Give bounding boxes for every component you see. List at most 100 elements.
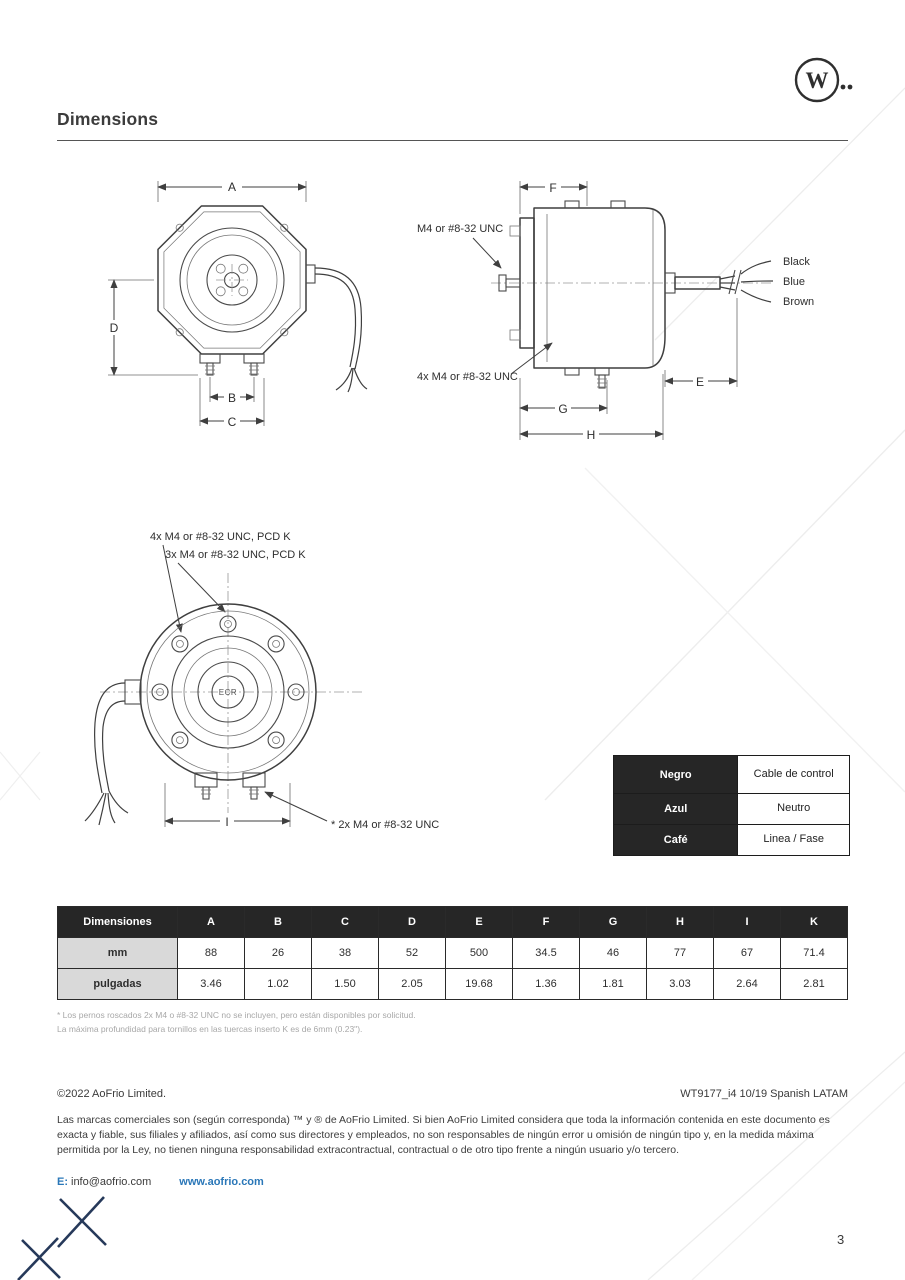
table-row: Café Linea / Fase — [612, 824, 850, 856]
wire-color-name: Café — [612, 824, 739, 856]
table-row-pulgadas: pulgadas 3.46 1.02 1.50 2.05 19.68 1.36 … — [57, 968, 848, 1000]
col-header: I — [713, 906, 781, 938]
corner-screw-icon — [175, 328, 184, 337]
logo-dot-1 — [840, 84, 846, 90]
pcd-label-3x: 3x M4 or #8-32 UNC, PCD K — [165, 549, 306, 561]
col-header: E — [445, 906, 513, 938]
page-number: 3 — [837, 1232, 845, 1247]
col-header: F — [512, 906, 580, 938]
col-header: B — [244, 906, 312, 938]
motor-housing-front — [157, 205, 307, 355]
screw-bottom-label: 4x M4 or #8-32 UNC — [417, 371, 518, 383]
cell-value: 3.03 — [646, 968, 714, 1000]
dim-f-label: F — [549, 181, 556, 195]
mounting-feet-rear — [194, 772, 266, 800]
wire-label-blue: Blue — [783, 276, 805, 288]
cell-value: 77 — [646, 937, 714, 969]
table-row: Azul Neutro — [612, 793, 850, 825]
wire-label-brown: Brown — [783, 296, 814, 308]
cell-value: 3.46 — [177, 968, 245, 1000]
legal-disclaimer: Las marcas comerciales son (según corres… — [57, 1114, 830, 1156]
cell-value: 1.50 — [311, 968, 379, 1000]
corner-screw-icon — [280, 223, 289, 232]
dim-b-label: B — [228, 391, 236, 405]
cell-value: 46 — [579, 937, 647, 969]
col-header: D — [378, 906, 446, 938]
rear-view-drawing: 4x M4 or #8-32 UNC, PCD K 3x M4 or #8-32… — [55, 515, 485, 855]
col-header: A — [177, 906, 245, 938]
dimension-i: I — [164, 783, 291, 829]
screw-callout-bottom: 4x M4 or #8-32 UNC — [417, 342, 553, 383]
dimension-f: F — [519, 180, 588, 214]
cell-value: 2.64 — [713, 968, 781, 1000]
dim-e-label: E — [696, 375, 704, 389]
cell-value: 1.36 — [512, 968, 580, 1000]
col-header: K — [780, 906, 848, 938]
side-view-drawing: Black Blue Brown M4 or #8-32 UNC 4x M4 o… — [415, 168, 860, 448]
document-code: WT9177_i4 10/19 Spanish LATAM — [680, 1088, 848, 1100]
dimension-g: G — [519, 378, 608, 440]
screw-callout-top: M4 or #8-32 UNC — [417, 223, 503, 269]
website-link[interactable]: www.aofrio.com — [179, 1176, 264, 1188]
wire-color-function: Linea / Fase — [737, 824, 850, 856]
dimension-e: E — [664, 298, 738, 389]
motor-housing-rear: ECR — [139, 603, 317, 781]
cell-value: 52 — [378, 937, 446, 969]
corner-screw-icon — [175, 223, 184, 232]
wire-label-black: Black — [783, 256, 810, 268]
cell-value: 67 — [713, 937, 781, 969]
footnote-line-2: La máxima profundidad para tornillos en … — [57, 1024, 363, 1035]
dimension-a: A — [157, 179, 307, 202]
wire-color-name: Azul — [612, 793, 739, 825]
email-link[interactable]: info@aofrio.com — [71, 1176, 152, 1188]
screw-note-label: * 2x M4 or #8-32 UNC — [331, 819, 439, 831]
cell-value: 26 — [244, 937, 312, 969]
corner-screw-icon — [280, 328, 289, 337]
cell-value: 38 — [311, 937, 379, 969]
copyright-text: ©2022 AoFrio Limited. — [57, 1088, 166, 1100]
logo-letter: W — [806, 68, 829, 93]
title-divider — [57, 140, 848, 141]
cell-value: 19.68 — [445, 968, 513, 1000]
power-cable-rear — [84, 679, 142, 826]
cell-value: 1.81 — [579, 968, 647, 1000]
dim-h-label: H — [587, 428, 596, 442]
front-screw-icon — [498, 274, 521, 292]
dim-i-label: I — [225, 815, 228, 829]
wire-color-table: Negro Cable de control Azul Neutro Café … — [612, 755, 850, 856]
cell-value: 88 — [177, 937, 245, 969]
motor-housing-side — [509, 200, 666, 389]
dim-g-label: G — [558, 402, 567, 416]
dimension-c: C — [199, 378, 265, 429]
wire-color-function: Neutro — [737, 793, 850, 825]
page-title: Dimensions — [57, 109, 159, 129]
cell-value: 1.02 — [244, 968, 312, 1000]
mounting-feet-front — [199, 353, 265, 376]
wire-color-function: Cable de control — [737, 755, 850, 794]
cell-value: 34.5 — [512, 937, 580, 969]
email-label: E: — [57, 1176, 68, 1188]
table-header-row: Dimensiones A B C D E F G H I K — [57, 906, 848, 938]
dimension-d: D — [105, 279, 198, 376]
hub-brand-text: ECR — [219, 688, 237, 697]
col-header: Dimensiones — [57, 906, 178, 938]
pcd-bolts — [151, 615, 305, 749]
front-view-drawing: A D B — [70, 162, 400, 447]
aofrio-logo: W — [790, 52, 860, 115]
col-header: H — [646, 906, 714, 938]
logo-dot-2 — [847, 84, 853, 90]
cell-value: 500 — [445, 937, 513, 969]
col-header: G — [579, 906, 647, 938]
row-label: pulgadas — [57, 968, 178, 1000]
dim-a-label: A — [228, 180, 236, 194]
table-row: Negro Cable de control — [612, 755, 850, 794]
dimensions-table: Dimensiones A B C D E F G H I K mm 88 — [57, 906, 848, 1000]
table-row-mm: mm 88 26 38 52 500 34.5 46 77 67 71.4 — [57, 937, 848, 969]
col-header: C — [311, 906, 379, 938]
footnote-line-1: * Los pernos roscados 2x M4 o #8-32 UNC … — [57, 1010, 416, 1020]
row-label: mm — [57, 937, 178, 969]
dimension-b: B — [209, 377, 255, 405]
shaft-and-wires: Black Blue Brown — [664, 256, 814, 308]
footnotes: * Los pernos roscados 2x M4 o #8-32 UNC … — [57, 1008, 416, 1036]
